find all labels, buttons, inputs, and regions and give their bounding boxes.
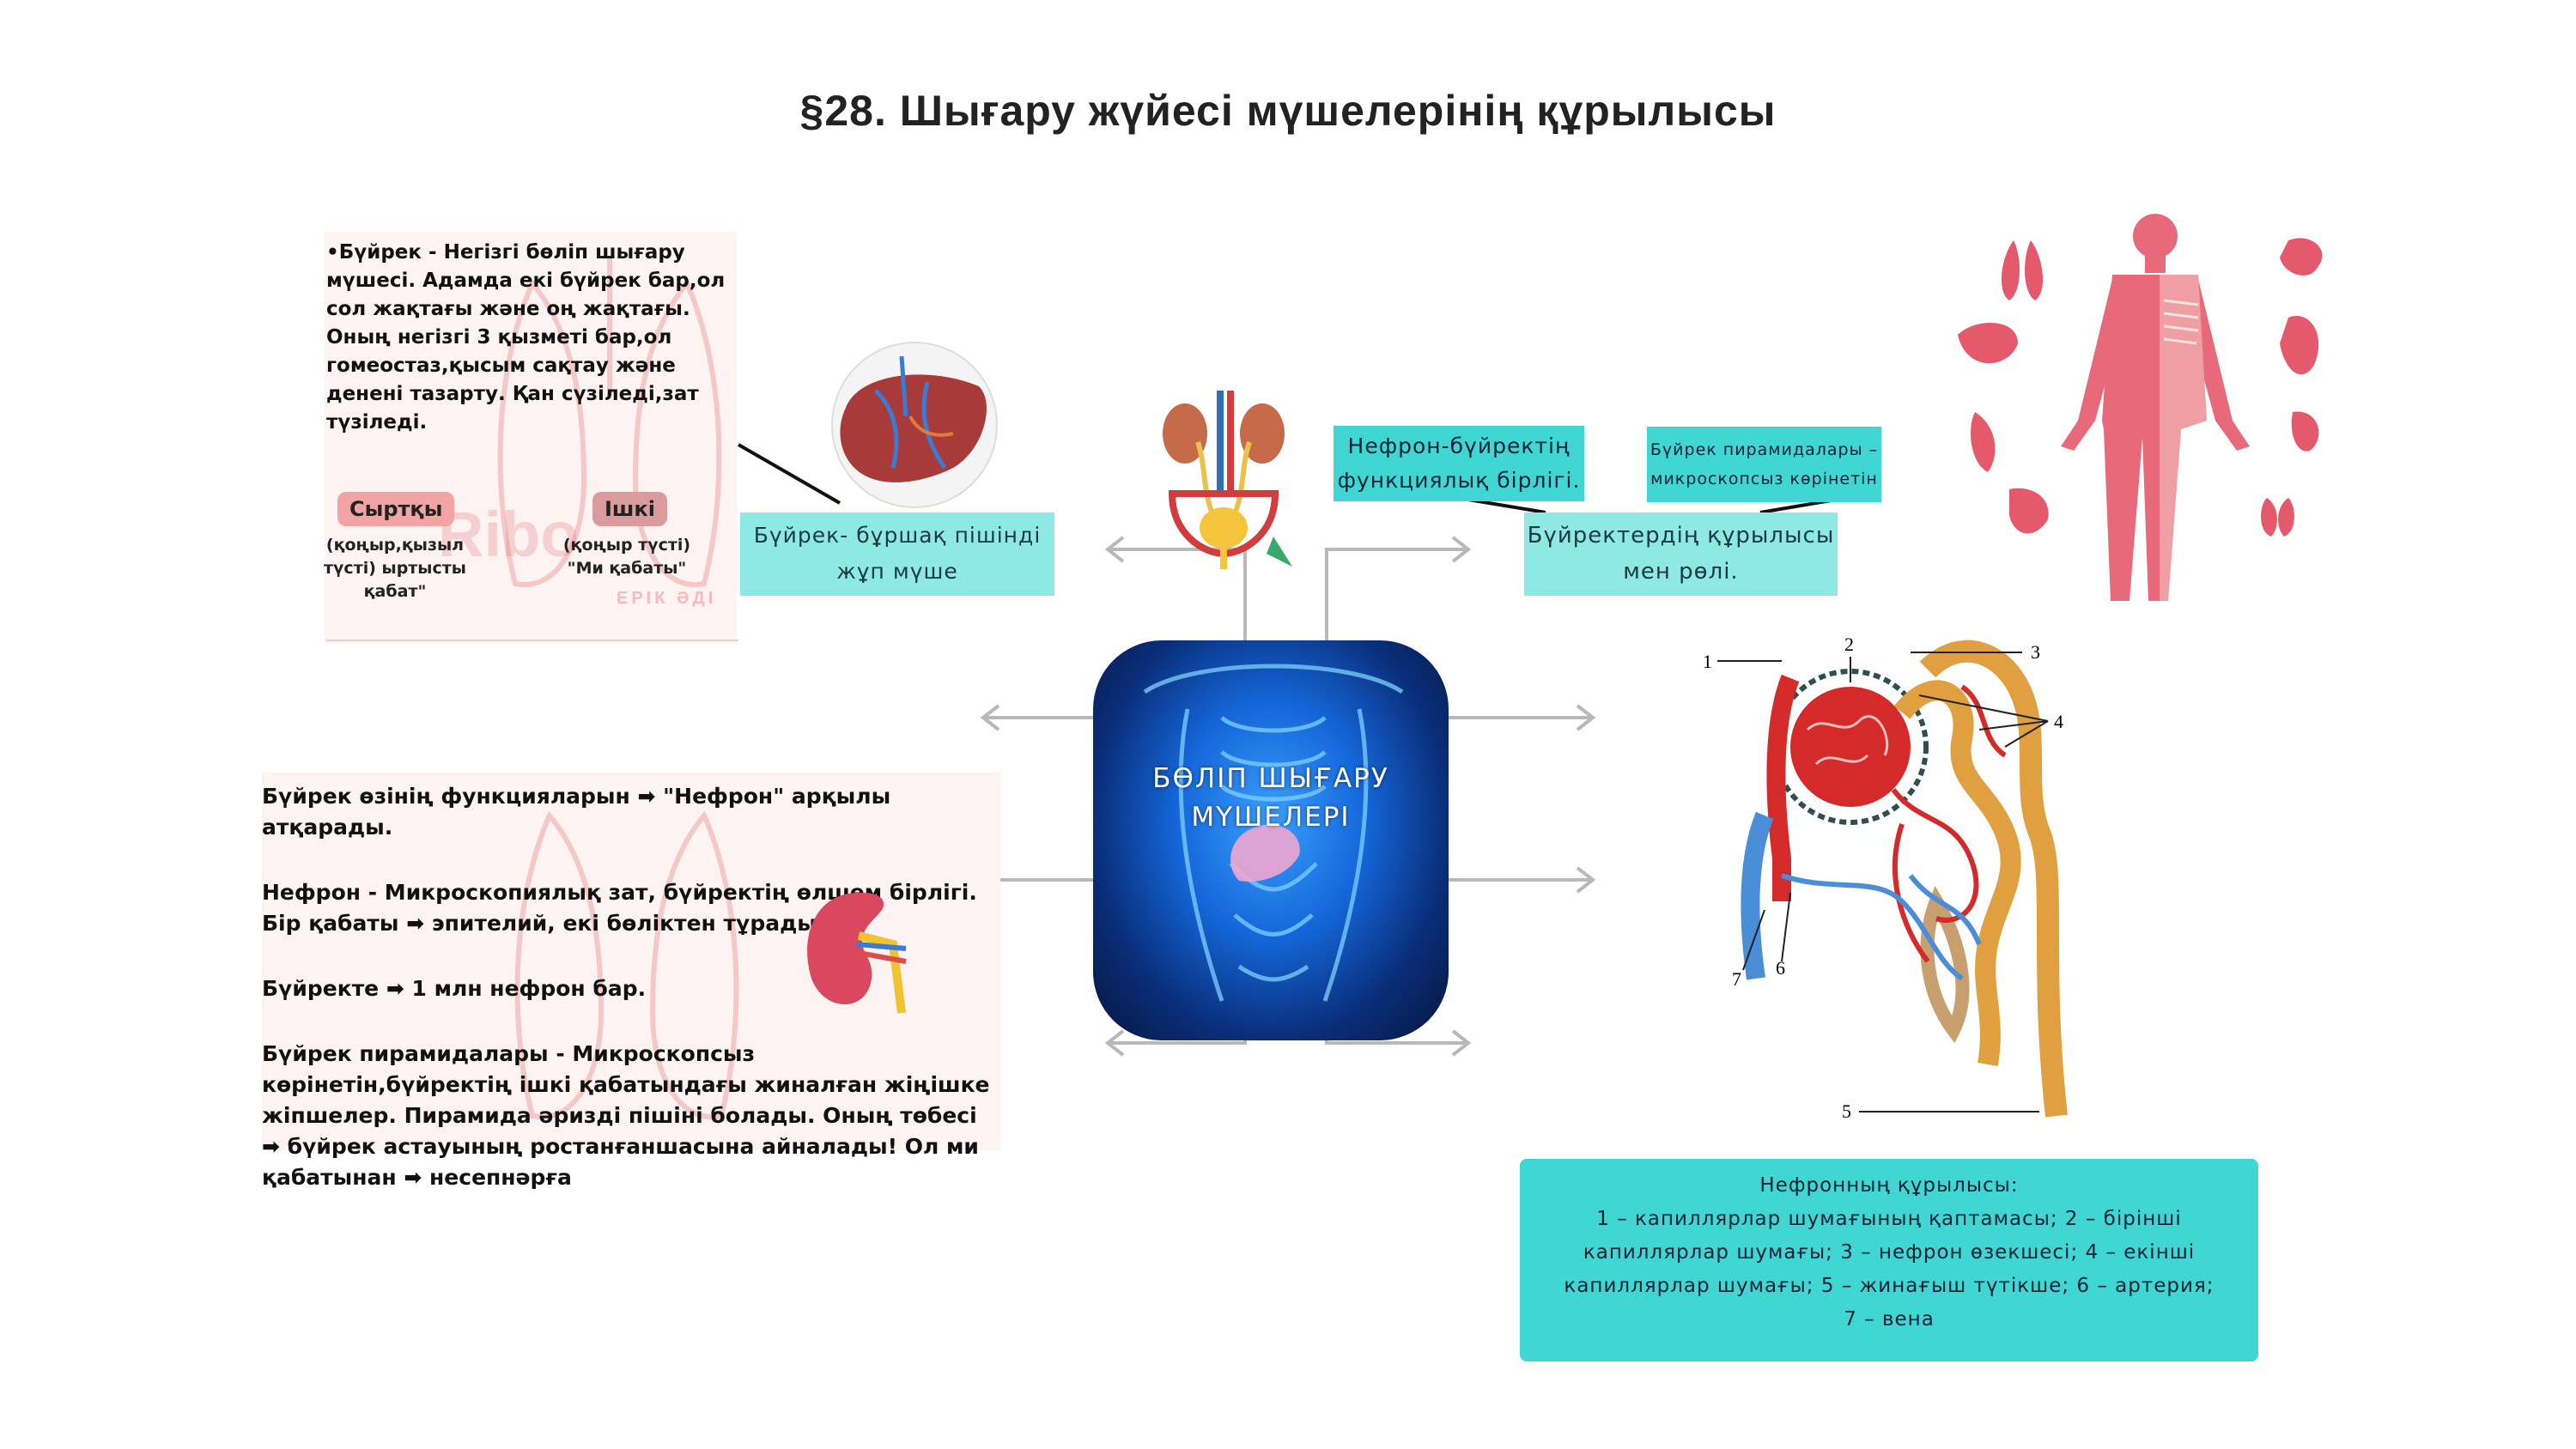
lungs-watermark-2 (514, 810, 739, 1120)
inner-layer-label: Ішкі (592, 492, 667, 526)
label-3: 3 (2031, 641, 2040, 663)
outer-layer-label: Сыртқы (337, 492, 455, 526)
human-anatomy-icon (1958, 214, 2323, 601)
label-5: 5 (1842, 1100, 1851, 1122)
box-kidney-shape: Бүйрек- бұршақ пішінді жұп мүше (740, 512, 1054, 596)
outer-layer-desc: (қоңыр,қызыл түсті) ыртысты қабат" (324, 536, 466, 601)
box-nephron-unit: Нефрон-бүйректің функциялық бірлігі. (1334, 426, 1584, 501)
legend-heading: Нефронның құрылысы: (1759, 1174, 2019, 1197)
nephron-diagram: 1 2 3 4 5 6 7 (1703, 634, 2068, 1122)
legend-line-2: капиллярлар шумағы; 3 – нефрон өзекшесі;… (1583, 1241, 2196, 1264)
label-1: 1 (1703, 651, 1712, 672)
label-2: 2 (1844, 634, 1854, 655)
box-structure-role: Бүйректердің құрылысы мен рөлі. (1524, 512, 1838, 596)
torso-icon (1143, 664, 1404, 1002)
nephron-note-p1: Бүйрек өзінің функцияларын ➡ "Нефрон" ар… (262, 784, 891, 840)
label-6: 6 (1776, 957, 1785, 979)
legend-line-4: 7 – вена (1844, 1308, 1935, 1331)
nephron-note-p4: Бүйрек пирамидалары - Микроскопсыз көрін… (262, 1041, 990, 1190)
urinary-system-icon (1163, 391, 1292, 569)
legend-line-3: капиллярлар шумағы; 5 – жинағыш түтікше;… (1564, 1275, 2215, 1297)
nephron-note-p3: Бүйректе ➡ 1 млн нефрон бар. (262, 976, 647, 1001)
inner-layer-desc: (қоңыр түсті) "Ми қабаты" (562, 536, 691, 578)
center-excretory-image (1093, 640, 1449, 1040)
note-panel-bg (325, 232, 737, 644)
nephron-legend: Нефронның құрылысы: 1 – капиллярлар шума… (1520, 1159, 2258, 1361)
center-label: БӨЛІП ШЫҒАРУ МҮШЕЛЕРІ (1152, 763, 1389, 833)
page-title: §28. Шығару жүйесі мүшелерінің құрылысы (799, 87, 1777, 135)
label-7: 7 (1732, 968, 1741, 990)
note2-panel-bg (262, 773, 1000, 1150)
nephron-note: Бүйрек өзінің функцияларын ➡ "Нефрон" ар… (262, 781, 1000, 1228)
divider (326, 640, 738, 641)
lungs-watermark (497, 258, 722, 588)
label-4: 4 (2054, 711, 2063, 732)
box-pyramids: Бүйрек пирамидалары – микроскопсыз көрін… (1647, 427, 1881, 502)
watermark-subtext: ЕРІК ӘДІ (617, 589, 717, 608)
liver-icon (831, 342, 998, 508)
kidney-icon (807, 893, 907, 1014)
legend-line-1: 1 – капиллярлар шумағының қаптамасы; 2 –… (1596, 1208, 2182, 1230)
kidney-note-text: •Бүйрек - Негізгі бөліп шығару мүшесі. А… (326, 241, 726, 433)
watermark-text: Ribo (438, 499, 580, 570)
